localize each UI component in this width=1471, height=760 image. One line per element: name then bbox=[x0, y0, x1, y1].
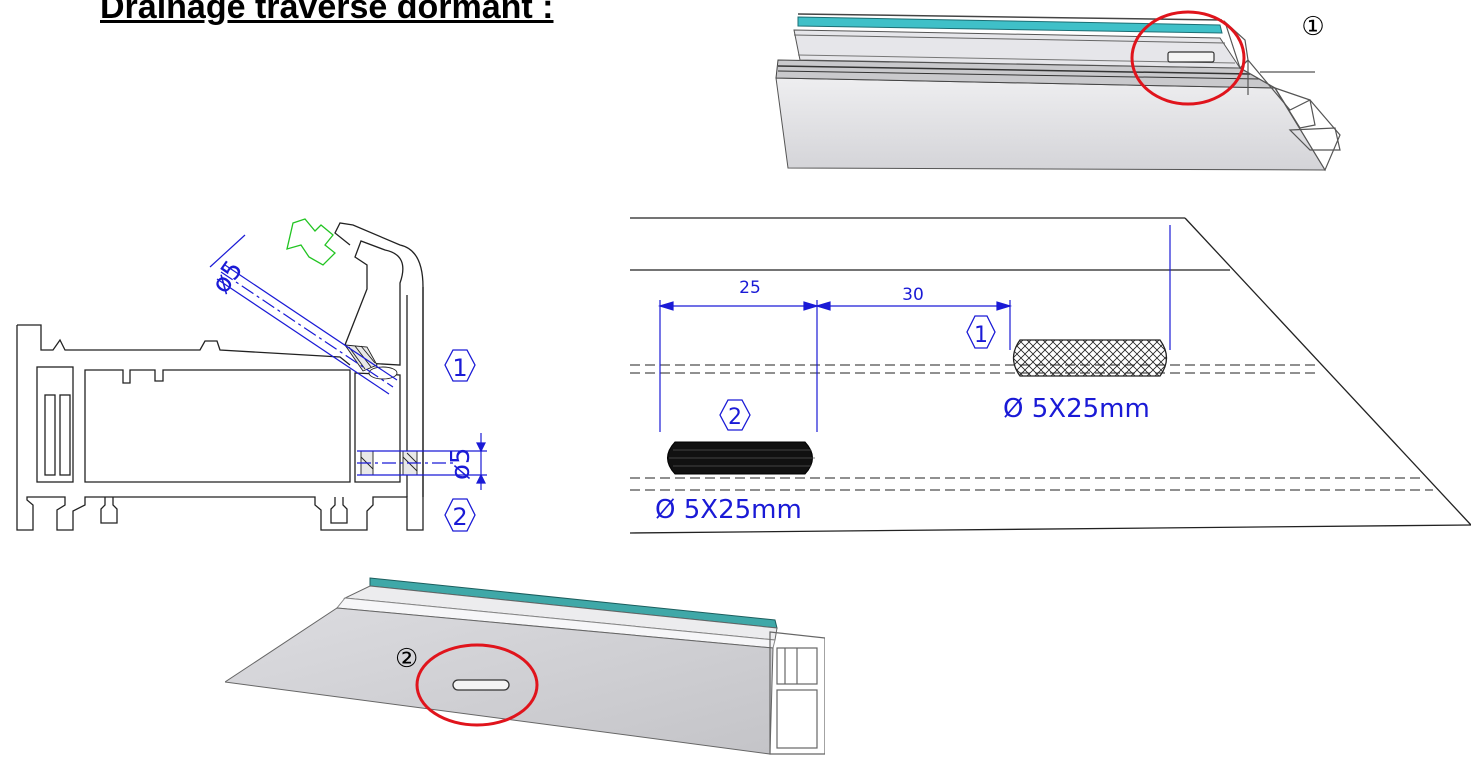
glazing-strip bbox=[797, 16, 1223, 34]
page-title: Drainage traverse dormant : bbox=[100, 0, 554, 26]
dimension-25: 25 bbox=[739, 278, 761, 298]
slot-one-label: Ø 5X25mm bbox=[1003, 394, 1150, 424]
drain-slot-one bbox=[1012, 339, 1168, 377]
diameter-label-slanted: ø5 bbox=[206, 255, 249, 299]
drain-slot-two bbox=[667, 441, 815, 475]
dimension-30: 30 bbox=[902, 285, 924, 305]
profile-cross-section: ø5 ø5 1 2 bbox=[16, 218, 487, 532]
frame-3d-view-bottom: ② bbox=[225, 577, 825, 755]
svg-text:1: 1 bbox=[974, 323, 988, 348]
diameter-label-horizontal: ø5 bbox=[446, 448, 476, 480]
detail-marker-one: 1 bbox=[966, 315, 996, 349]
section-outline bbox=[16, 222, 424, 531]
slot-detail-view: 25 30 1 2 Ø 5X25mm Ø 5X25mm bbox=[629, 217, 1471, 534]
svg-text:2: 2 bbox=[452, 503, 467, 531]
profile-body bbox=[775, 29, 1326, 171]
dimension-lines bbox=[657, 225, 1171, 432]
drain-slot-top bbox=[1167, 51, 1215, 63]
svg-text:2: 2 bbox=[728, 405, 742, 430]
horizontal-drill-axis bbox=[357, 433, 487, 490]
slot-two-label: Ø 5X25mm bbox=[655, 495, 802, 525]
detail-outline bbox=[629, 217, 1471, 534]
detail-marker-two: 2 bbox=[719, 399, 751, 431]
marker-two-3d: ② bbox=[395, 644, 418, 674]
drill-hatch-slanted bbox=[344, 344, 398, 380]
section-marker-two: 2 bbox=[444, 498, 476, 532]
highlight-circle-two bbox=[415, 643, 539, 727]
svg-text:①: ① bbox=[1301, 12, 1324, 42]
profile-end-section bbox=[1223, 20, 1341, 172]
gasket-seal bbox=[286, 218, 336, 266]
svg-text:1: 1 bbox=[452, 354, 467, 382]
drain-slot-bottom bbox=[452, 679, 510, 691]
marker-one-3d: ① bbox=[1301, 12, 1324, 42]
profile-end-section-bottom bbox=[769, 631, 825, 755]
highlight-circle-one bbox=[1130, 10, 1246, 106]
hidden-lines bbox=[630, 364, 1433, 491]
section-marker-one: 1 bbox=[444, 349, 476, 382]
frame-3d-view-top bbox=[775, 10, 1341, 172]
slanted-drill-axis bbox=[209, 234, 398, 395]
